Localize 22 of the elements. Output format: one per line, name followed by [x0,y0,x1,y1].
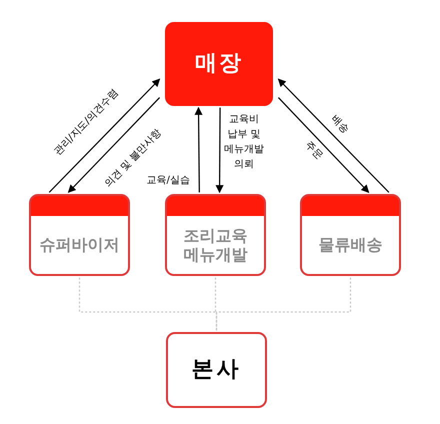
dotted-connector [214,278,218,330]
arrow [194,106,203,192]
dotted-connector [216,278,352,330]
edge-label: 교육비 납부 및 메뉴개발 의뢰 [223,113,265,172]
department-box [300,194,401,276]
department-box [165,194,266,276]
store-box [165,22,273,106]
arrow [278,97,370,193]
arrow [68,97,160,193]
node-label: 본사 [192,356,242,384]
node-label: 슈퍼바이저 [40,235,120,255]
edge-label: 주문 [302,138,326,162]
edge-label: 배송 [328,112,352,136]
headquarters-box [166,332,267,408]
department-box [29,194,130,276]
arrow [278,78,390,193]
edge-label: 교육/실습 [146,174,190,188]
node-label: 물류배송 [318,235,382,255]
node-label: 조리교육 메뉴개발 [182,226,248,264]
arrow [216,108,224,194]
arrow [48,78,160,193]
node-label: 매장 [195,50,243,78]
